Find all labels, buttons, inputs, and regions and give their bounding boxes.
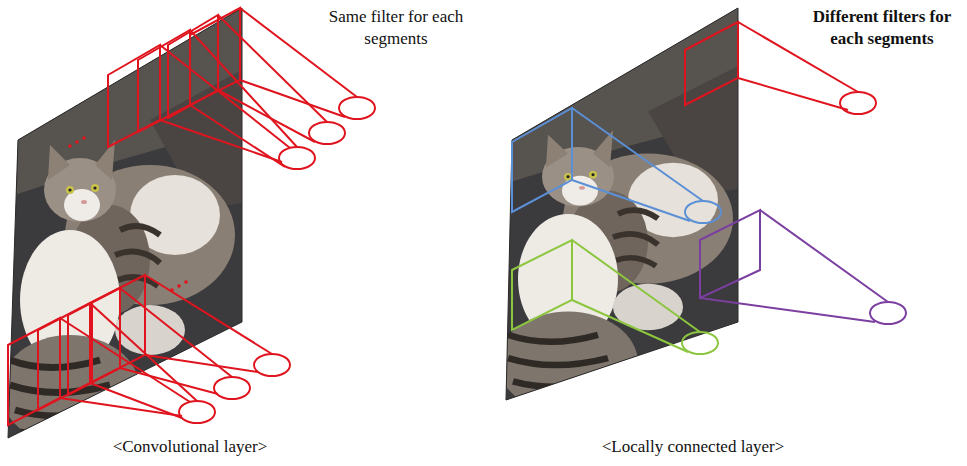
filter-note: Different filters for each segments (807, 6, 957, 50)
layer-caption: <Convolutional layer> (113, 436, 268, 458)
filter-note: Same filter for each segments (326, 6, 466, 50)
layer-caption: <Locally connected layer> (602, 436, 784, 458)
